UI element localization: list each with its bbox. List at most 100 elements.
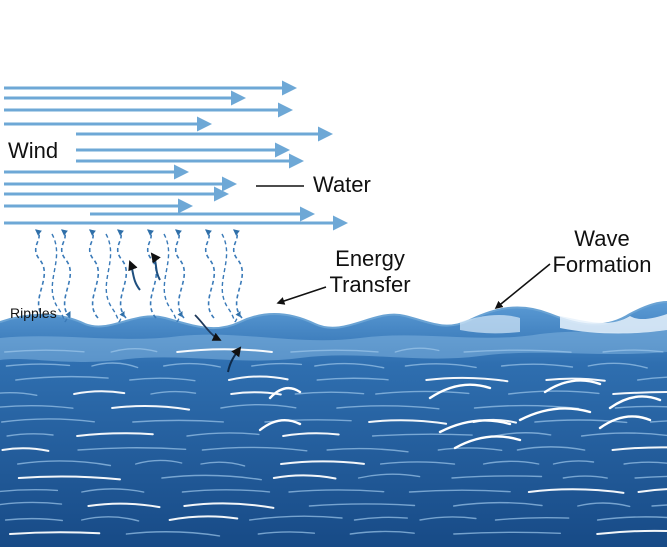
wave-crest: [268, 386, 302, 400]
wave-line: [5, 363, 71, 367]
wave-line: [336, 405, 440, 410]
wave-crest: [518, 407, 592, 422]
energy-transfer-arrow-icon: [232, 229, 244, 319]
wave-line: [132, 419, 224, 423]
wave-line: [150, 390, 197, 395]
wave-line: [482, 460, 540, 465]
energy-transfer-arrow-icon: [146, 229, 158, 319]
down-arrow-icon: [194, 314, 222, 341]
wave-line: [77, 447, 187, 451]
wave-crest: [258, 418, 302, 432]
wind-label: Wind: [8, 138, 59, 163]
wave-line: [308, 503, 416, 507]
wave-line: [87, 502, 161, 509]
wave-line: [451, 475, 543, 479]
wave-line: [288, 489, 385, 493]
energy-transfer-arrow-icon: [204, 229, 216, 319]
wave-line: [110, 347, 158, 353]
wave-formation-label-line1: Wave: [574, 226, 630, 251]
wave-crest: [598, 415, 652, 430]
wave-line: [181, 489, 271, 493]
wave-crest: [608, 395, 662, 410]
wave-line: [17, 475, 121, 481]
wave-line: [251, 362, 303, 367]
energy-transfer-arrow-icon: [174, 229, 186, 319]
wave-line: [651, 504, 667, 507]
wave-line: [6, 433, 54, 437]
wave-line: [375, 390, 470, 395]
wave-line: [81, 488, 145, 493]
wave-crest: [438, 419, 512, 434]
wave-line: [73, 390, 126, 395]
energy-transfer-arrow-icon: [51, 233, 71, 323]
wave-line: [634, 475, 667, 479]
crest-foam: [560, 314, 667, 334]
wave-crest: [453, 435, 522, 450]
wave-line: [425, 376, 509, 383]
energy-transfer-label-line1: Energy: [335, 246, 405, 271]
wave-line: [357, 473, 421, 479]
wave-crest: [543, 379, 602, 394]
wave-line: [516, 446, 586, 451]
wave-line: [282, 432, 340, 437]
wave-line: [76, 432, 154, 437]
wave-line: [408, 489, 511, 493]
energy-transfer-arrow-icon: [60, 229, 72, 319]
wave-line: [419, 516, 477, 521]
wave-line: [577, 502, 631, 508]
wave-line: [230, 391, 282, 396]
wave-line: [611, 446, 667, 451]
energy-transfer-arrow-icon: [163, 233, 183, 323]
wave-line: [552, 460, 595, 465]
wave-line: [200, 461, 246, 467]
wave-line: [249, 515, 343, 521]
wave-line: [280, 460, 365, 465]
wave-line: [453, 531, 561, 535]
wave-line: [314, 362, 385, 369]
wave-line: [437, 447, 503, 451]
wave-line: [316, 377, 389, 381]
wave-line: [81, 516, 140, 522]
ocean-body: [0, 302, 667, 547]
wave-line: [500, 363, 574, 368]
wave-line: [394, 347, 440, 353]
wave-line: [228, 375, 289, 381]
wave-line: [135, 459, 183, 465]
energy-transfer-arrow-icon: [221, 233, 241, 323]
wave-line: [596, 516, 667, 521]
up-arrow-icon: [128, 260, 141, 291]
wave-line: [527, 488, 625, 494]
wave-line: [272, 474, 337, 480]
wave-line: [1, 447, 50, 452]
wave-line: [91, 362, 139, 369]
wave-line: [111, 404, 191, 411]
wave-line: [0, 404, 74, 409]
wave-formation-label: Wave Formation: [546, 226, 658, 278]
wave-line: [17, 460, 112, 467]
energy-transfer-label: Energy Transfer: [322, 246, 418, 298]
wave-line: [1, 418, 95, 423]
wave-line: [290, 349, 379, 353]
wave-line: [176, 348, 273, 353]
wave-formation-label-line2: Formation: [552, 252, 652, 277]
wind-arrows: [4, 80, 348, 231]
wave-line: [368, 419, 448, 425]
wave-line: [602, 349, 664, 353]
wave-line: [9, 531, 101, 535]
crest-foam: [460, 315, 520, 334]
energy-transfer-label-line2: Transfer: [329, 272, 411, 297]
wave-line: [326, 447, 409, 453]
wave-line: [371, 433, 473, 437]
wave-line: [349, 530, 415, 535]
wave-line: [453, 501, 543, 507]
wave-line: [637, 376, 667, 381]
wave-line: [163, 362, 221, 368]
wave-line: [353, 516, 408, 521]
wave-line: [463, 349, 572, 353]
ripples-label: Ripples: [10, 305, 57, 321]
wave-line: [129, 377, 196, 382]
wave-line: [534, 419, 628, 424]
wave-line: [493, 432, 552, 437]
